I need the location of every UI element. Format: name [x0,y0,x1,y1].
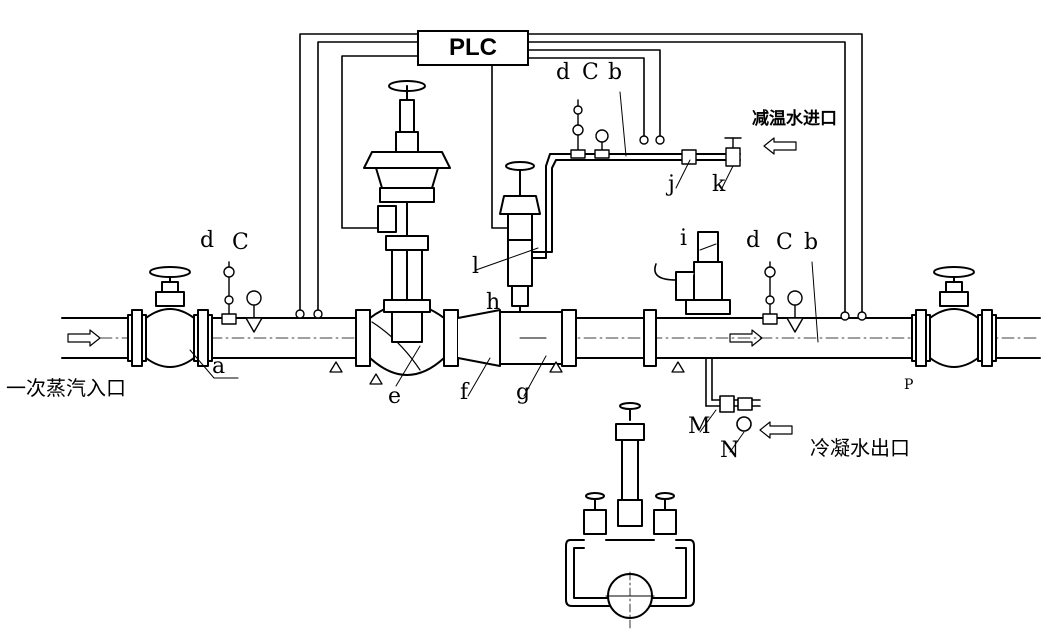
leader-lines [189,159,745,453]
supports [329,361,685,385]
label-k: k [712,172,726,197]
outlet-instruments [762,261,867,343]
signal-line-water-1 [528,49,661,137]
plc-box: PLC [417,30,529,66]
signal-line-water-2 [528,57,645,137]
label-c-right: C [776,230,793,255]
cooling-water-instruments [570,91,797,167]
label-c-top: C [582,60,599,85]
label-b-right: b [804,230,819,255]
desuperheater-section [457,309,657,367]
inlet-instruments [221,261,323,333]
signal-line-injector [491,65,509,229]
label-c-left: C [232,230,249,255]
signal-line-actuator [341,55,418,229]
label-e: e [388,384,402,409]
label-f: f [460,380,469,405]
label-b-top: b [608,60,623,85]
signal-line-left-2 [317,41,418,311]
outlet-gate-valve [911,266,997,368]
label-a: a [212,354,226,379]
pressure-reducing-valve [355,80,459,376]
signal-line-right-1 [528,33,863,313]
condensate-drain [705,357,793,439]
label-d-right: d [746,228,761,253]
label-d-left: d [200,228,215,253]
label-j: j [668,172,675,197]
label-p: P [904,377,914,393]
label-g: g [516,380,531,405]
label-n: N [720,438,740,463]
cooling-water-inlet-label: 减温水进口 [752,109,837,129]
inlet-gate-valve [127,266,213,368]
signal-line-right-2 [528,41,846,313]
plc-label: PLC [449,34,497,61]
label-m: M [688,414,711,439]
safety-valve [654,231,731,315]
water-injection-valve [499,153,741,313]
bypass-station [565,402,695,631]
plc-signal-lines [299,33,863,313]
steam-inlet-label: 一次蒸汽入口 [6,376,126,400]
condensate-outlet-label: 冷凝水出口 [810,436,910,460]
label-l: l [472,254,480,279]
label-i: i [680,226,688,251]
label-d-top: d [556,60,571,85]
label-h: h [486,290,501,315]
signal-line-left-1 [299,33,418,311]
